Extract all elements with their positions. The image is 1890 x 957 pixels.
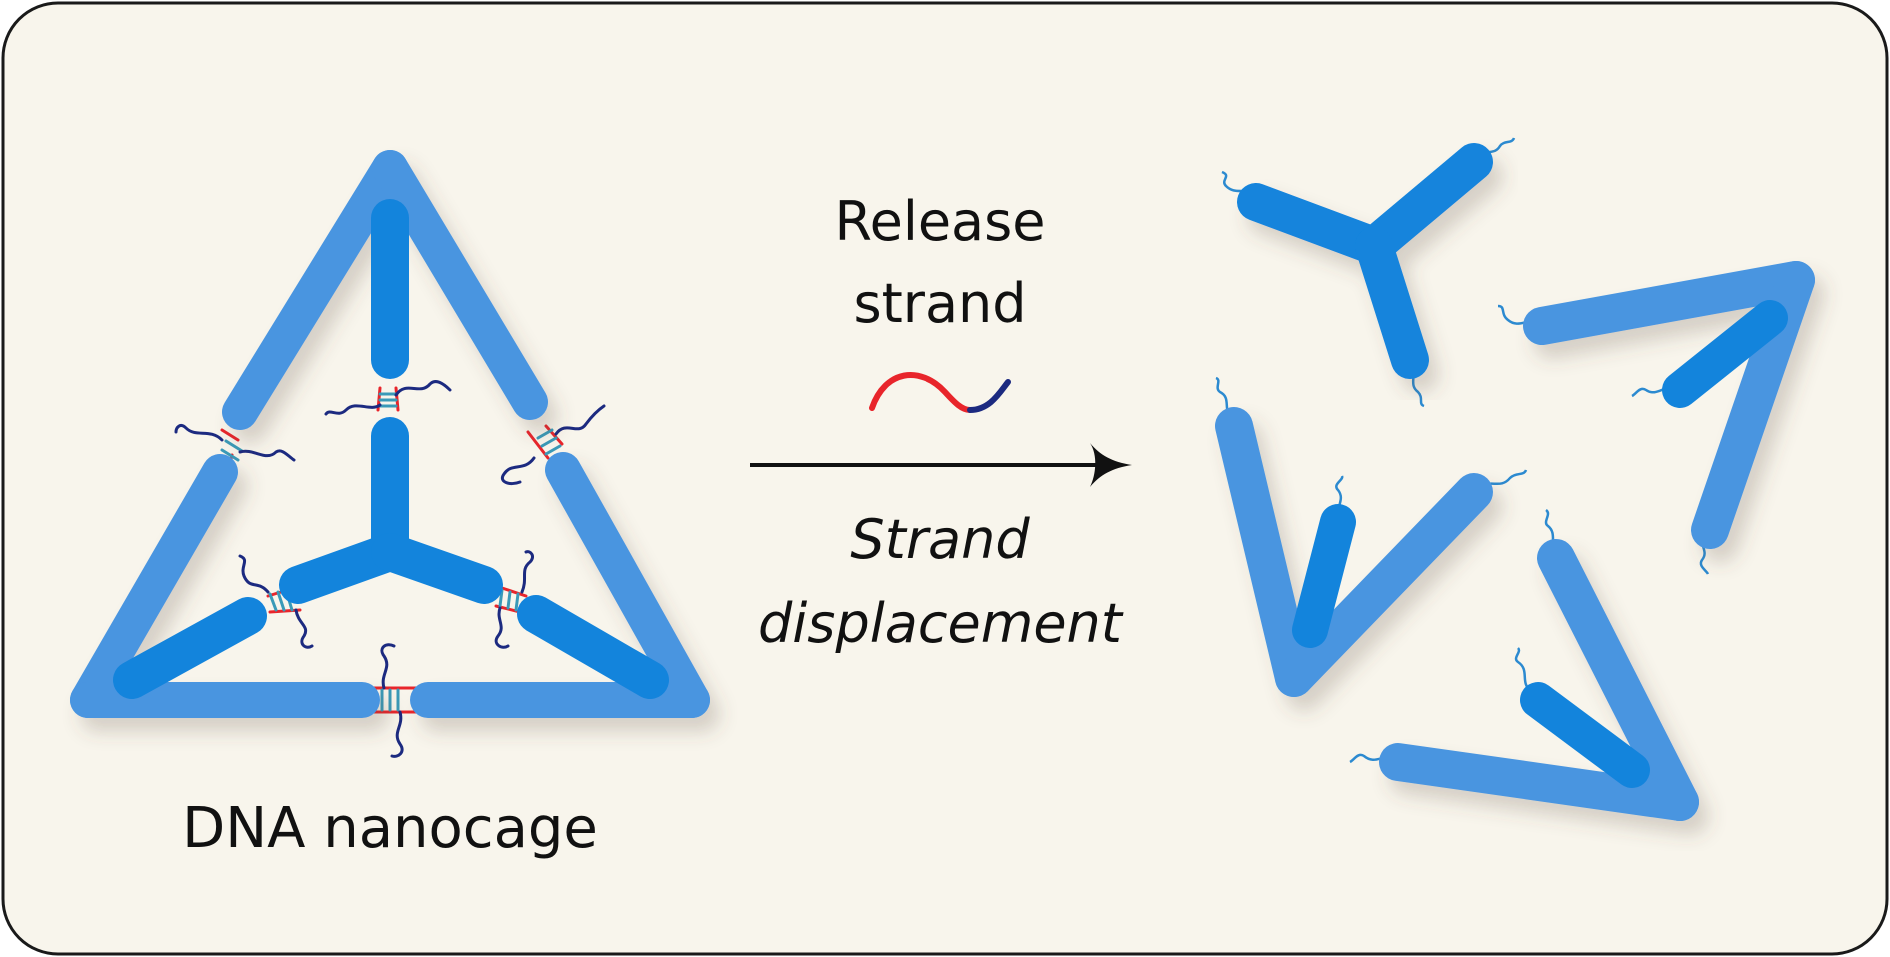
process-label-line2: displacement <box>758 592 1124 655</box>
spoke-corner-left <box>113 597 267 699</box>
spoke-lower-right <box>371 533 503 604</box>
rod-apex-right <box>372 150 548 420</box>
nanocage-caption: DNA nanocage <box>182 796 598 861</box>
linker-bottom <box>366 643 422 758</box>
process-annotation: Release strand Strand displacement <box>750 190 1132 655</box>
fragment-v-bottom-right <box>1349 508 1699 821</box>
released-fragments <box>1215 137 1815 821</box>
fragment-v-top-right <box>1497 261 1815 575</box>
release-strand-icon <box>869 372 1011 413</box>
outer-triangle <box>70 150 710 718</box>
right-arrow-icon <box>750 443 1132 487</box>
process-label-line1: Strand <box>850 508 1030 571</box>
release-label-line1: Release <box>835 190 1046 253</box>
inner-spokes <box>113 199 669 699</box>
fragment-v-left <box>1215 376 1528 697</box>
rod-left-side <box>70 454 238 718</box>
linker-lower-right <box>494 550 534 649</box>
linker-top <box>324 380 452 416</box>
release-label-line2: strand <box>853 272 1026 335</box>
linker-upper-right <box>501 404 606 486</box>
rod-right-side <box>545 452 710 718</box>
spoke-corner-right <box>517 595 669 699</box>
dna-nanocage <box>70 150 710 758</box>
rod-apex-left <box>222 150 408 430</box>
fragment-y <box>1221 137 1516 408</box>
